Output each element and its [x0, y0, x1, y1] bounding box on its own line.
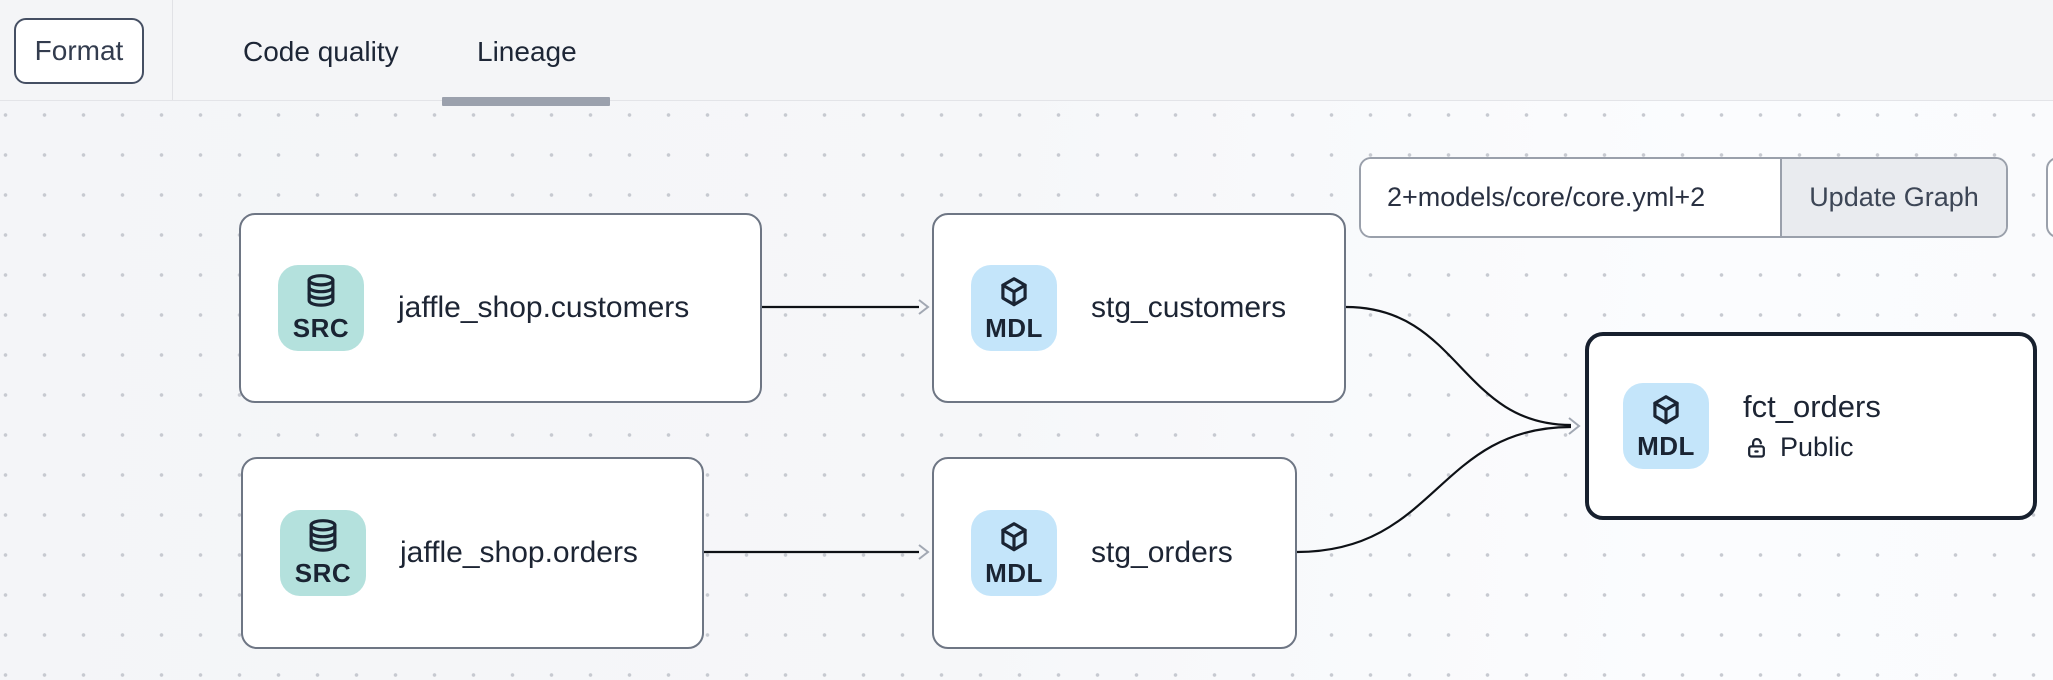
cube-icon	[1653, 394, 1679, 424]
node-stg-customers[interactable]: MDL stg_customers	[932, 213, 1346, 403]
unlock-icon	[1748, 437, 1765, 458]
format-button[interactable]: Format	[14, 18, 144, 84]
node-jaffle-shop-orders[interactable]: SRC jaffle_shop.orders	[241, 457, 704, 649]
active-tab-indicator	[442, 97, 610, 106]
lineage-selector-input[interactable]	[1361, 159, 1780, 236]
arrowhead-icon	[1568, 417, 1581, 435]
access-label: Public	[1780, 432, 1854, 462]
partial-control-button[interactable]	[2046, 157, 2053, 238]
node-stg-orders[interactable]: MDL stg_orders	[932, 457, 1297, 649]
topbar: Format Code quality Lineage	[0, 0, 2053, 106]
node-label: stg_orders	[1091, 536, 1233, 569]
badge-label: MDL	[1637, 430, 1695, 461]
cube-icon	[1001, 276, 1027, 306]
update-graph-button[interactable]: Update Graph	[1780, 159, 2006, 236]
arrowhead-icon	[918, 299, 930, 315]
model-badge: MDL	[971, 510, 1057, 596]
source-badge: SRC	[278, 265, 364, 351]
edge-stg-orders-to-fct-orders[interactable]	[1296, 425, 1572, 554]
lineage-canvas[interactable]: SRC jaffle_shop.customers MDL stg_custom…	[0, 101, 2053, 680]
lineage-edges	[704, 299, 1581, 560]
node-fct-orders-selected[interactable]: MDL fct_orders Public	[1585, 332, 2037, 520]
database-icon	[307, 273, 335, 307]
topbar-divider	[172, 0, 173, 100]
node-label: jaffle_shop.customers	[398, 291, 690, 324]
lineage-selector-group: Update Graph	[1359, 157, 2008, 238]
badge-label: MDL	[985, 557, 1043, 588]
arrowhead-icon	[918, 544, 930, 560]
model-badge: MDL	[971, 265, 1057, 351]
node-label: stg_customers	[1091, 291, 1287, 324]
node-label: jaffle_shop.orders	[400, 536, 638, 569]
badge-label: SRC	[294, 557, 352, 588]
access-row: Public	[1743, 432, 1881, 463]
edge-stg-customers-to-fct-orders[interactable]	[1345, 305, 1572, 427]
badge-label: SRC	[292, 312, 350, 343]
node-jaffle-shop-customers[interactable]: SRC jaffle_shop.customers	[239, 213, 762, 403]
database-icon	[309, 518, 337, 552]
badge-label: MDL	[985, 312, 1043, 343]
cube-icon	[1001, 521, 1027, 551]
node-text-block: fct_orders Public	[1743, 389, 1881, 463]
tab-lineage[interactable]: Lineage	[477, 36, 577, 67]
source-badge: SRC	[280, 510, 366, 596]
tab-code-quality[interactable]: Code quality	[243, 36, 399, 67]
node-label: fct_orders	[1743, 389, 1881, 424]
model-badge: MDL	[1623, 383, 1709, 469]
